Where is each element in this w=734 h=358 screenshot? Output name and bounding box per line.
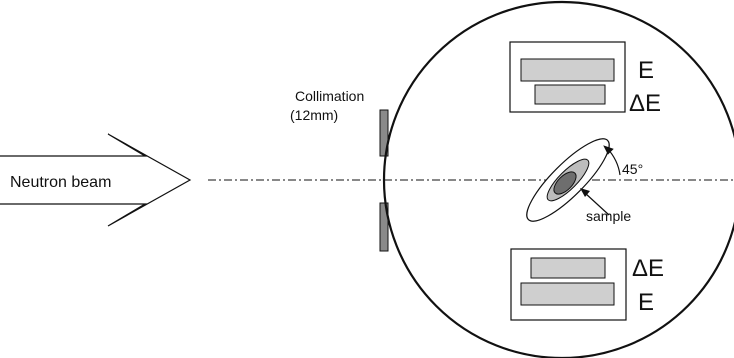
collimator: Collimation (12mm) (290, 88, 389, 252)
top-e-label: E (638, 57, 654, 84)
sample-inner (553, 171, 577, 195)
bottom-delta-e-label: ΔE (632, 255, 664, 282)
top-detector-delta-e (534, 84, 606, 105)
angle-indicator: 45° (603, 145, 643, 177)
sample-leader-arrowhead (580, 188, 590, 197)
angle-arc-arrowhead (603, 145, 614, 155)
top-detector: E ΔE (509, 41, 661, 117)
bottom-e-label: E (638, 289, 654, 316)
angle-label: 45° (622, 161, 643, 177)
collimator-bottom-slit (379, 202, 389, 252)
sample-leader-line (584, 192, 610, 216)
collimation-size-label: (12mm) (290, 107, 338, 123)
top-delta-e-label: ΔE (629, 90, 661, 117)
beam-arrow-outline (0, 133, 192, 227)
neutron-beam-arrow: Neutron beam (0, 133, 192, 227)
sample-assembly (526, 138, 610, 222)
bottom-detector: ΔE E (510, 248, 664, 321)
bottom-detector-e (520, 282, 615, 306)
sample-pointer: sample (580, 188, 631, 224)
beam-label: Neutron beam (10, 174, 111, 191)
collimator-top-slit (379, 109, 389, 157)
scattering-chamber (382, 0, 734, 358)
bottom-detector-delta-e (530, 257, 606, 279)
top-detector-e (520, 58, 615, 82)
collimation-label: Collimation (295, 88, 364, 104)
sample-label: sample (586, 208, 631, 224)
